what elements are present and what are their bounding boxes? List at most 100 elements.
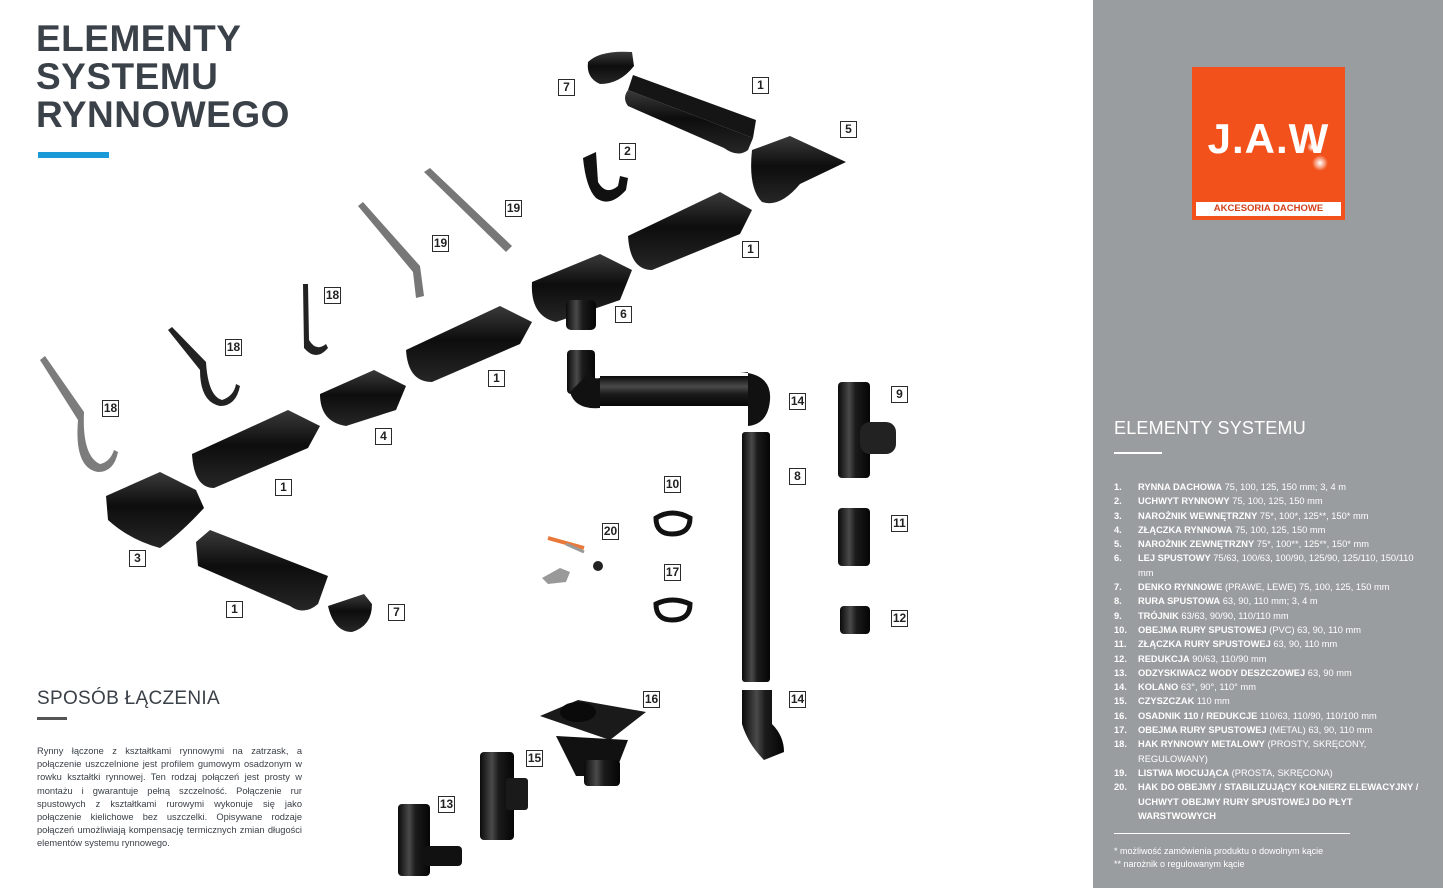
external-corner — [751, 136, 846, 204]
element-text: NAROŻNIK ZEWNĘTRZNY 75*, 100**, 125**, 1… — [1138, 537, 1424, 551]
element-text: RURA SPUSTOWA 63, 90, 110 mm; 3, 4 m — [1138, 594, 1424, 608]
hook-3 — [40, 356, 118, 472]
element-name: OBEJMA RURY SPUSTOWEJ — [1138, 624, 1267, 635]
element-spec: 63, 90, 110 mm; 3, 4 m — [1222, 596, 1318, 607]
element-text: ZŁĄCZKA RURY SPUSTOWEJ 63, 90, 110 mm — [1138, 637, 1424, 651]
title-line-2: SYSTEMU — [36, 56, 219, 97]
element-item: 13. ODZYSKIWACZ WODY DESZCZOWEJ 63, 90 mm — [1114, 666, 1424, 680]
element-item: 3. NAROŻNIK WEWNĘTRZNY 75*, 100*, 125**, … — [1114, 509, 1424, 523]
rainwater-collector — [398, 804, 462, 876]
element-number: 3. — [1114, 510, 1122, 521]
element-spec: 63, 90 mm — [1307, 667, 1352, 678]
label-16: 16 — [643, 691, 660, 708]
label-6: 6 — [615, 306, 632, 323]
element-item: 9.TRÓJNIK 63/63, 90/90, 110/110 mm — [1114, 609, 1424, 623]
element-number: 6. — [1114, 553, 1122, 564]
elements-title-bar — [1114, 452, 1162, 454]
connection-method-text: Rynny łączone z kształtkami rynnowymi na… — [37, 746, 302, 849]
gutter-bracket — [583, 152, 628, 202]
element-number: 15. — [1114, 696, 1127, 707]
end-cap-bottom — [328, 594, 372, 632]
logo-text: J.A.W — [1207, 115, 1330, 162]
element-item: 20.HAK DO OBEJMY / STABILIZUJĄCY KOŁNIER… — [1114, 780, 1424, 823]
outlet — [531, 254, 632, 330]
connection-method-title: SPOSÓB ŁĄCZENIA — [37, 688, 220, 709]
element-name: KOLANO — [1138, 682, 1179, 693]
element-number: 5. — [1114, 539, 1122, 550]
label-14-top: 14 — [789, 393, 806, 410]
element-item: 6.LEJ SPUSTOWY 75/63, 100/63, 100/90, 12… — [1114, 551, 1424, 580]
title-line-3: RYNNOWEGO — [36, 94, 290, 135]
label-18-mid: 18 — [225, 339, 242, 356]
downpipe-reducer — [840, 606, 870, 634]
right-panel: J.A.W AKCESORIA DACHOWE ELEMENTY SYSTEMU… — [1093, 0, 1443, 888]
label-4: 4 — [375, 428, 392, 445]
element-name: LEJ SPUSTOWY — [1138, 553, 1211, 564]
element-text: LISTWA MOCUJĄCA (PROSTA, SKRĘCONA) — [1138, 766, 1424, 780]
element-spec: 110/63, 110/90, 110/100 mm — [1259, 710, 1377, 721]
label-13: 13 — [438, 796, 455, 813]
hook-1 — [303, 284, 328, 355]
element-text: TRÓJNIK 63/63, 90/90, 110/110 mm — [1138, 609, 1424, 623]
footnote-1: * możliwość zamówienia produktu o dowoln… — [1114, 846, 1324, 856]
element-number: 17. — [1114, 725, 1127, 736]
element-name: LISTWA MOCUJĄCA — [1138, 767, 1230, 778]
element-name: DENKO RYNNOWE — [1138, 582, 1223, 593]
downpipe-tee — [838, 382, 896, 478]
downpipe-coupler — [838, 508, 870, 566]
gutter-bottom — [196, 530, 328, 611]
label-17: 17 — [664, 564, 681, 581]
element-name: ZŁĄCZKA RYNNOWA — [1138, 524, 1233, 535]
gutter-coupler — [320, 370, 406, 426]
label-18-left: 18 — [102, 400, 119, 417]
label-10: 10 — [664, 476, 681, 493]
element-spec: 63°, 90°, 110° mm — [1180, 682, 1256, 693]
elements-rule — [1114, 833, 1350, 834]
element-number: 4. — [1114, 524, 1122, 535]
label-9: 9 — [891, 386, 908, 403]
logo-subtitle: AKCESORIA DACHOWE — [1196, 202, 1341, 216]
element-text: CZYSZCZAK 110 mm — [1138, 694, 1424, 708]
label-14-bottom: 14 — [789, 691, 806, 708]
label-19-right: 19 — [505, 200, 522, 217]
element-spec: (METAL) 63, 90, 110 mm — [1269, 725, 1373, 736]
element-item: 11.ZŁĄCZKA RURY SPUSTOWEJ 63, 90, 110 mm — [1114, 637, 1424, 651]
element-spec: 75, 100, 125, 150 mm — [1232, 496, 1323, 507]
element-spec: 110 mm — [1196, 696, 1230, 707]
element-text: REDUKCJA 90/63, 110/90 mm — [1138, 652, 1424, 666]
element-name: UCHWYT RYNNOWY — [1138, 496, 1230, 507]
element-item: 7.DENKO RYNNOWE (PRAWE, LEWE) 75, 100, 1… — [1114, 580, 1424, 594]
offset-elbow — [567, 350, 771, 426]
element-number: 12. — [1114, 653, 1127, 664]
label-11: 11 — [891, 515, 908, 532]
element-item: 19.LISTWA MOCUJĄCA (PROSTA, SKRĘCONA) — [1114, 766, 1424, 780]
element-name: ZŁĄCZKA RURY SPUSTOWEJ — [1138, 639, 1271, 650]
element-item: 15. CZYSZCZAK 110 mm — [1114, 694, 1424, 708]
element-name: RYNNA DACHOWA — [1138, 482, 1223, 492]
element-item: 2.UCHWYT RYNNOWY 75, 100, 125, 150 mm — [1114, 494, 1424, 508]
end-cap-top — [587, 51, 634, 84]
element-text: RYNNA DACHOWA 75, 100, 125, 150 mm; 3, 4… — [1138, 480, 1424, 494]
element-name: OBEJMA RURY SPUSTOWEJ — [1138, 725, 1267, 736]
element-item: 10.OBEJMA RURY SPUSTOWEJ (PVC) 63, 90, 1… — [1114, 623, 1424, 637]
element-spec: (PRAWE, LEWE) 75, 100, 125, 150 mm — [1224, 582, 1390, 593]
element-number: 8. — [1114, 596, 1122, 607]
element-name: ODZYSKIWACZ WODY DESZCZOWEJ — [1138, 667, 1306, 678]
mounting-strip-1 — [424, 168, 512, 252]
cleanout — [480, 752, 528, 840]
connection-method-bar — [37, 717, 67, 720]
label-1-left: 1 — [275, 479, 292, 496]
element-text: OBEJMA RURY SPUSTOWEJ (METAL) 63, 90, 11… — [1138, 723, 1424, 737]
element-number: 14. — [1114, 682, 1127, 693]
clamp-pvc — [653, 510, 693, 537]
element-number: 13. — [1114, 667, 1127, 678]
element-name: CZYSZCZAK — [1138, 696, 1195, 707]
element-item: 12. REDUKCJA 90/63, 110/90 mm — [1114, 652, 1424, 666]
element-spec: 75*, 100*, 125**, 150* mm — [1259, 510, 1369, 521]
element-text: HAK RYNNOWY METALOWY (PROSTY, SKRĘCONY, … — [1138, 737, 1424, 766]
gutter-system-diagram — [40, 51, 896, 876]
elements-list: 1.RYNNA DACHOWA 75, 100, 125, 150 mm; 3,… — [1114, 480, 1424, 823]
element-spec: 63, 90, 110 mm — [1273, 639, 1338, 650]
element-text: HAK DO OBEJMY / STABILIZUJĄCY KOŁNIERZ E… — [1138, 780, 1424, 823]
element-name: NAROŻNIK WEWNĘTRZNY — [1138, 510, 1258, 521]
